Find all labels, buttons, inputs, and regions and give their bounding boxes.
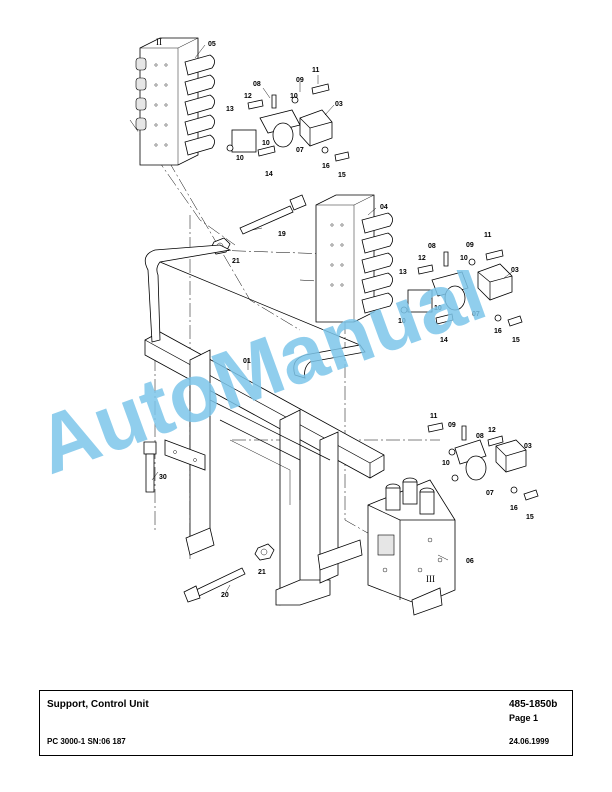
callout-09: 09 [448, 422, 456, 429]
callout-14: 14 [265, 171, 273, 178]
bolt-30 [143, 441, 157, 493]
callout-13: 13 [226, 106, 234, 113]
callout-12: 12 [488, 427, 496, 434]
callout-07: 07 [486, 490, 494, 497]
drawing-title: Support, Control Unit [47, 699, 149, 710]
bolt-19 [239, 194, 307, 235]
page-number: Page 1 [509, 713, 539, 723]
callout-11: 11 [484, 232, 492, 239]
callout-08: 08 [428, 243, 436, 250]
callout-21: 21 [258, 569, 266, 576]
issue-date: 24.06.1999 [509, 737, 550, 746]
callout-09: 09 [296, 77, 304, 84]
valve-parts-group-middle [400, 249, 523, 327]
callout-11: 11 [430, 413, 438, 420]
callout-15: 15 [526, 514, 534, 521]
support-frame-01 [144, 244, 385, 606]
callout-12: 12 [418, 255, 426, 262]
callout-10: 10 [262, 140, 270, 147]
callout-15: 15 [338, 172, 346, 179]
callout-10: 10 [398, 318, 406, 325]
machine-serial: PC 3000-1 SN:06 187 [47, 737, 126, 746]
control-unit-06 [367, 477, 456, 616]
callout-13: 13 [399, 269, 407, 276]
callout-14: 14 [440, 337, 448, 344]
callout-30: 30 [159, 474, 167, 481]
valve-block-04 [315, 194, 393, 323]
callout-labels: 05 08 09 11 12 10 03 13 10 07 10 14 16 1… [156, 37, 534, 599]
leader-lines [151, 44, 513, 593]
callout-07: 07 [296, 147, 304, 154]
callout-03: 03 [511, 267, 519, 274]
callout-21: 21 [232, 258, 240, 265]
roman-mark-ii: II [156, 37, 162, 47]
callout-01: 01 [243, 358, 251, 365]
callout-19: 19 [278, 231, 286, 238]
callout-10: 10 [442, 460, 450, 467]
callout-03: 03 [524, 443, 532, 450]
callout-10: 10 [460, 255, 468, 262]
callout-04: 04 [380, 204, 388, 211]
nut-21-lower [254, 543, 275, 561]
callout-20: 20 [221, 592, 229, 599]
callout-06: 06 [466, 558, 474, 565]
callout-10: 10 [434, 305, 442, 312]
valve-parts-group-top [226, 83, 350, 162]
callout-08: 08 [476, 433, 484, 440]
callout-05: 05 [208, 41, 216, 48]
exploded-parts-drawing: 05 08 09 11 12 10 03 13 10 07 10 14 16 1… [129, 37, 539, 616]
callout-15: 15 [512, 337, 520, 344]
callout-16: 16 [510, 505, 518, 512]
callout-09: 09 [466, 242, 474, 249]
callout-10: 10 [236, 155, 244, 162]
valve-block-05 [135, 37, 215, 166]
callout-07: 07 [472, 311, 480, 318]
callout-16: 16 [494, 328, 502, 335]
callout-11: 11 [312, 67, 320, 74]
callout-12: 12 [244, 93, 252, 100]
document-number: 485-1850b [509, 699, 558, 710]
callout-03: 03 [335, 101, 343, 108]
bolt-20 [183, 567, 246, 603]
callout-10: 10 [290, 93, 298, 100]
roman-mark-iii: III [426, 574, 435, 584]
title-block: Support, Control Unit 485-1850b Page 1 P… [39, 690, 573, 756]
callout-08: 08 [253, 81, 261, 88]
callout-16: 16 [322, 163, 330, 170]
valve-parts-group-bottom [427, 422, 539, 501]
